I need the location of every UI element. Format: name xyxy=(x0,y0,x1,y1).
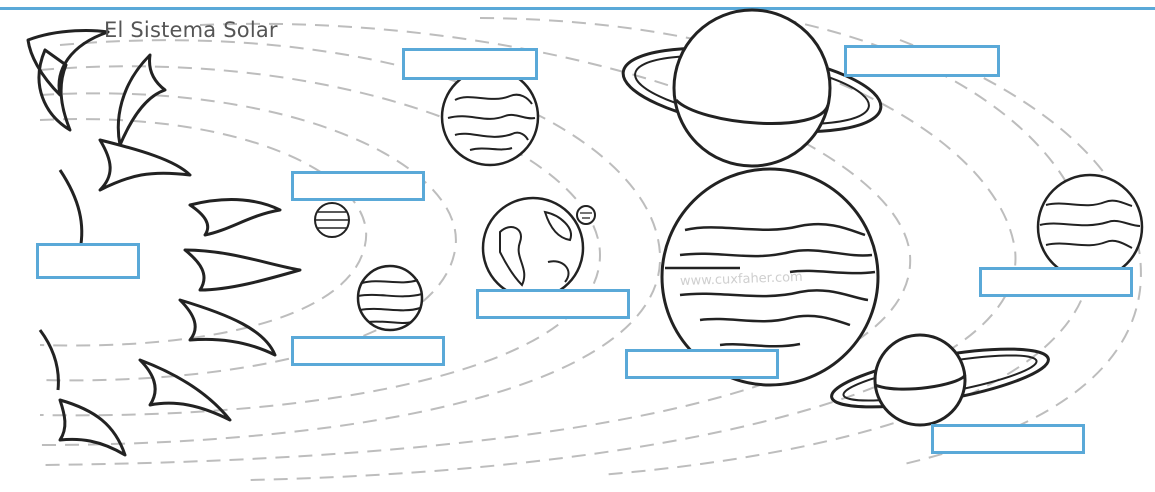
mars-icon xyxy=(442,69,538,165)
saturn-icon xyxy=(618,10,886,166)
saturn-answer-field[interactable] xyxy=(844,45,1000,77)
earth-answer-field[interactable] xyxy=(476,289,630,319)
jupiter-answer-field[interactable] xyxy=(625,349,779,379)
earth-icon xyxy=(483,198,583,298)
page-title: El Sistema Solar xyxy=(104,18,278,42)
uranus-icon xyxy=(1038,175,1142,279)
orbit-1 xyxy=(40,119,366,345)
sun-answer-field[interactable] xyxy=(36,243,140,279)
mercury-answer-field[interactable] xyxy=(291,171,425,201)
neptune-icon xyxy=(828,335,1052,425)
venus-icon xyxy=(358,266,422,330)
moon-icon xyxy=(577,206,595,224)
mars-answer-field[interactable] xyxy=(402,48,538,80)
venus-answer-field[interactable] xyxy=(291,336,445,366)
mercury-icon xyxy=(315,203,349,237)
uranus-answer-field[interactable] xyxy=(979,267,1133,297)
neptune-answer-field[interactable] xyxy=(931,424,1085,454)
